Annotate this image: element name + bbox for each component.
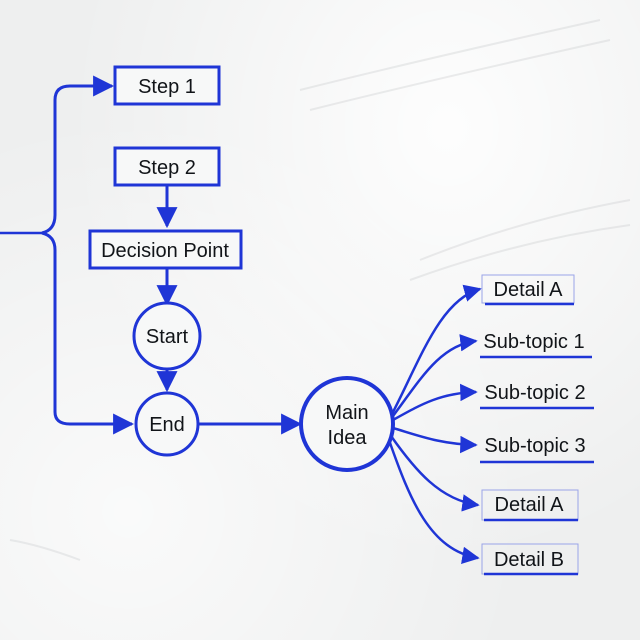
branch-curve-sub-topic-2 — [392, 383, 478, 422]
start-node[interactable]: Start — [132, 301, 202, 371]
bracket-connector — [41, 75, 115, 235]
branch-curve-sub-topic-3 — [392, 426, 478, 454]
branch-label: Detail A — [494, 279, 564, 301]
step-2-label: Step 2 — [138, 157, 196, 179]
branch-label: Sub-topic 1 — [483, 331, 584, 353]
branch-detail-a-bottom[interactable]: Detail A — [481, 489, 579, 522]
branch-curve-sub-topic-1 — [391, 334, 478, 417]
branch-sub-topic-1[interactable]: Sub-topic 1 — [480, 331, 592, 359]
step-1-label: Step 1 — [138, 76, 196, 98]
step-1-node[interactable]: Step 1 — [113, 65, 221, 106]
end-node[interactable]: End — [134, 391, 200, 457]
main-idea-line-2: Idea — [328, 427, 368, 449]
branch-curve-detail-a-bottom — [389, 435, 480, 512]
branch-label: Detail A — [495, 494, 565, 516]
end-label: End — [149, 414, 185, 436]
decision-point-node[interactable]: Decision Point — [88, 229, 243, 270]
main-idea-line-1: Main — [325, 402, 368, 424]
decision-point-label: Decision Point — [101, 240, 229, 262]
eraser-smudges — [9, 19, 631, 561]
step-2-node[interactable]: Step 2 — [113, 146, 221, 187]
start-label: Start — [146, 326, 189, 348]
branch-label: Sub-topic 3 — [484, 435, 585, 457]
branch-detail-a-top[interactable]: Detail A — [481, 274, 575, 306]
branch-curve-detail-a-top — [390, 284, 482, 415]
mindmap-branches — [387, 284, 482, 565]
branch-sub-topic-2[interactable]: Sub-topic 2 — [480, 382, 594, 410]
branch-label: Detail B — [494, 549, 564, 571]
branch-sub-topic-3[interactable]: Sub-topic 3 — [480, 435, 594, 464]
branch-detail-b[interactable]: Detail B — [481, 543, 579, 576]
branch-curve-detail-b — [387, 439, 480, 565]
branch-label: Sub-topic 2 — [484, 382, 585, 404]
main-idea-node[interactable]: Main Idea — [299, 376, 395, 472]
bracket-connector-bottom — [41, 231, 135, 435]
